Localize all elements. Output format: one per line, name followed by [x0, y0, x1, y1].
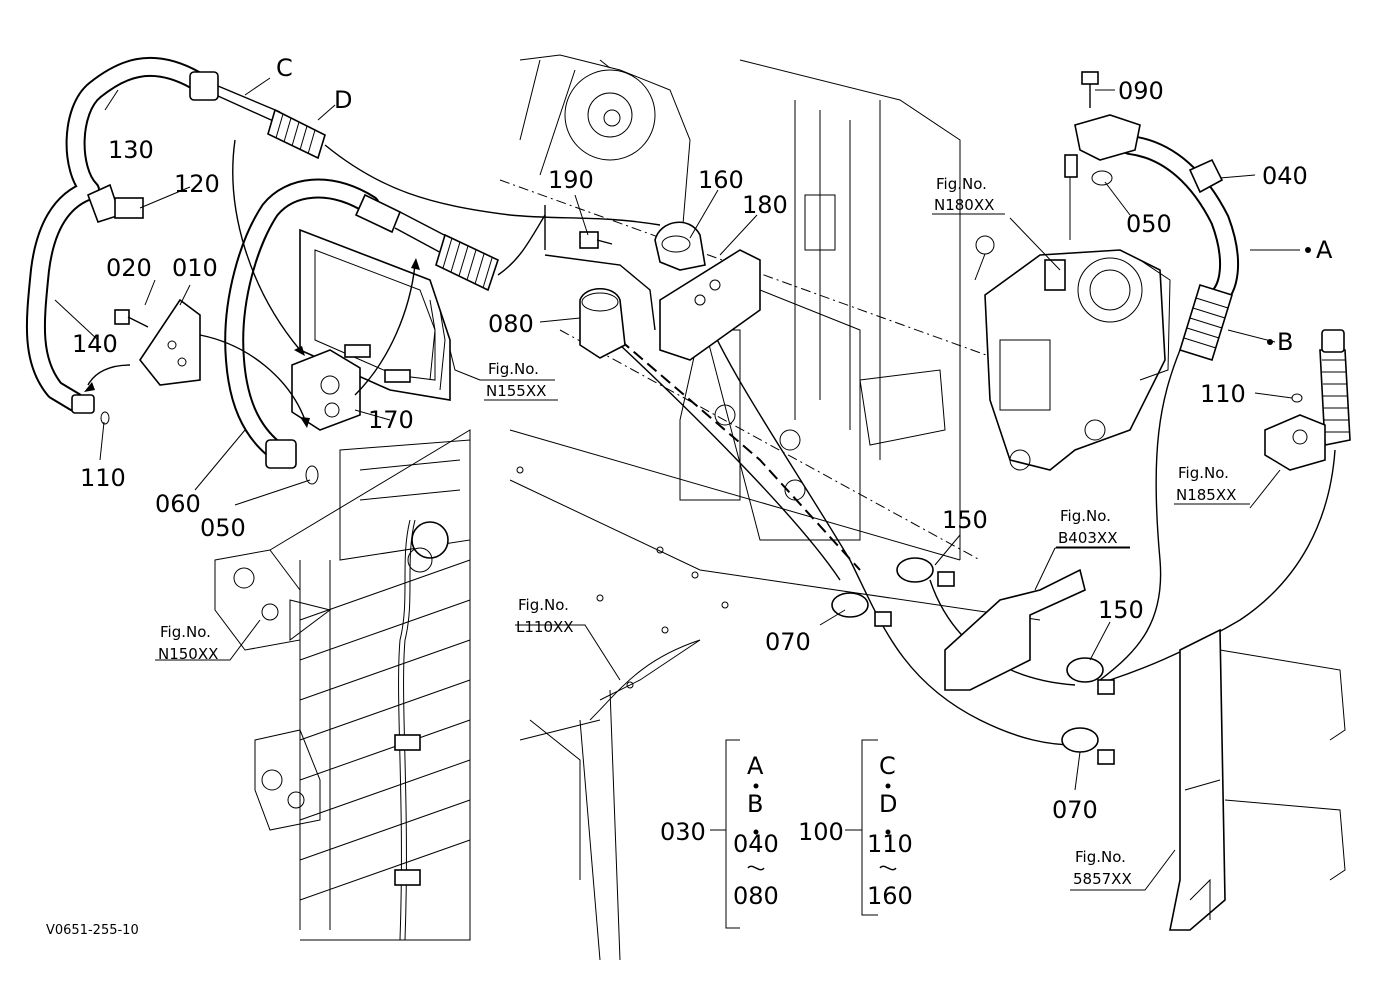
kit-100-item: D	[879, 790, 897, 818]
fig-n180-title: Fig.No.	[936, 175, 987, 193]
kit-100-item: 110	[867, 830, 913, 858]
label-160: 160	[698, 166, 744, 194]
condenser-assembly	[214, 429, 471, 941]
label-d: D	[334, 86, 352, 114]
kit-030: 030 A B 040 080	[660, 752, 779, 910]
label-110-left: 110	[80, 464, 126, 492]
label-140: 140	[72, 330, 118, 358]
label-130: 130	[108, 136, 154, 164]
kit-030-item: A	[747, 752, 764, 780]
label-060: 060	[155, 490, 201, 518]
label-020: 020	[106, 254, 152, 282]
label-150-bottom: 150	[1098, 596, 1144, 624]
fig-n150-code: N150XX	[158, 645, 218, 663]
kit-100-item: C	[879, 752, 896, 780]
fig-b403-title: Fig.No.	[1060, 507, 1111, 525]
label-a: A	[1316, 236, 1333, 264]
label-b: B	[1277, 328, 1293, 356]
label-040: 040	[1262, 162, 1308, 190]
fig-l110-code: L110XX	[516, 618, 574, 636]
label-050-left: 050	[200, 514, 246, 542]
fig-n185-title: Fig.No.	[1178, 464, 1229, 482]
part-labels: C D A B 130 120 020 010 140 110 060 050 …	[72, 54, 1333, 824]
small-parts	[71, 71, 1346, 931]
compressor	[974, 154, 1171, 471]
label-190: 190	[548, 166, 594, 194]
kit-030-item: B	[747, 790, 763, 818]
figure-references: Fig.No. N180XX Fig.No. N155XX Fig.No. N1…	[158, 175, 1250, 888]
fig-5857-code: 5857XX	[1073, 870, 1132, 888]
fig-b403-code: B403XX	[1058, 529, 1117, 547]
label-010: 010	[172, 254, 218, 282]
leader-lines	[54, 77, 1311, 891]
kit-100-item: 160	[867, 882, 913, 910]
fig-n155-title: Fig.No.	[488, 360, 539, 378]
fig-n155-code: N155XX	[486, 382, 546, 400]
diagram-code: V0651-255-10	[46, 923, 139, 938]
label-080: 080	[488, 310, 534, 338]
label-120: 120	[174, 170, 220, 198]
kit-100-number: 100	[798, 818, 844, 846]
label-170: 170	[368, 406, 414, 434]
fig-n180-code: N180XX	[934, 196, 994, 214]
kit-030-item: 040	[733, 830, 779, 858]
hoses	[25, 56, 1351, 746]
label-090: 090	[1118, 77, 1164, 105]
fig-n150-title: Fig.No.	[160, 623, 211, 641]
label-150-top: 150	[942, 506, 988, 534]
label-050-right: 050	[1126, 210, 1172, 238]
fig-l110-title: Fig.No.	[518, 596, 569, 614]
kit-030-item: 080	[733, 882, 779, 910]
fig-5857-title: Fig.No.	[1075, 848, 1126, 866]
label-110-right: 110	[1200, 380, 1246, 408]
kit-030-number: 030	[660, 818, 706, 846]
kit-100: 100 C D 110 160	[798, 752, 913, 910]
label-180: 180	[742, 191, 788, 219]
fig-n185-code: N185XX	[1176, 486, 1236, 504]
label-c: C	[276, 54, 293, 82]
chassis-linework	[499, 54, 1041, 961]
label-070-bottom: 070	[1052, 796, 1098, 824]
kit-brackets	[710, 739, 897, 929]
label-070-left: 070	[765, 628, 811, 656]
